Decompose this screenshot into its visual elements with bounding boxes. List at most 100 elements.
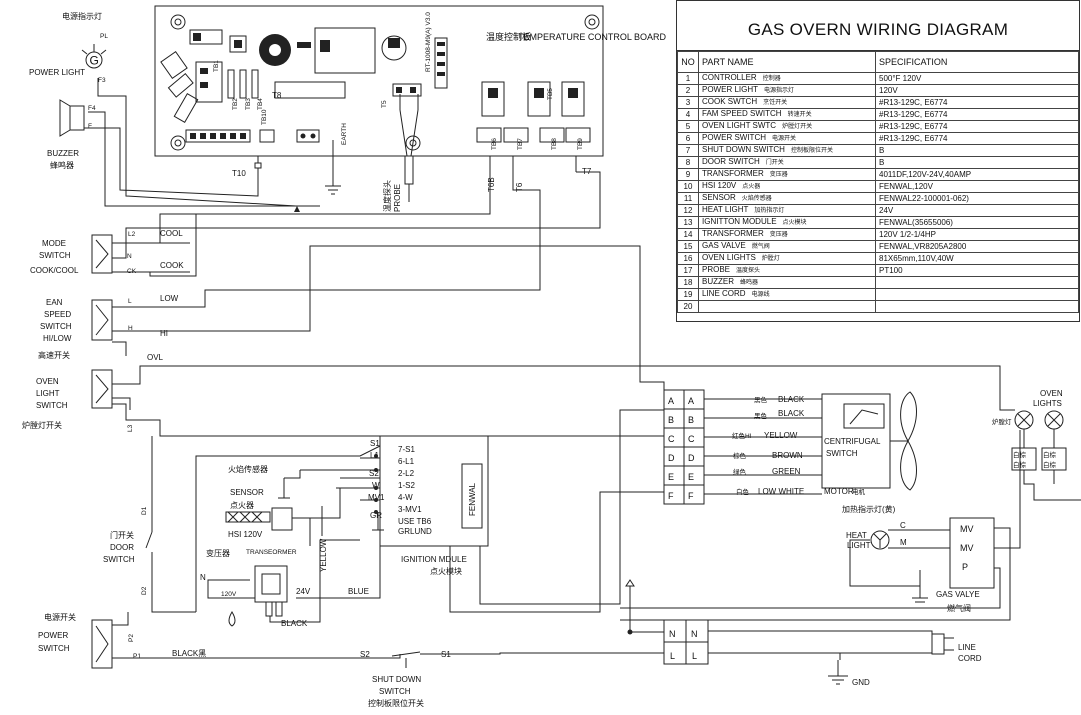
sensor-label: SENSOR	[230, 488, 264, 497]
motor-wire-5: GREEN	[772, 467, 801, 476]
probe-label-cn: 温度探头	[382, 180, 392, 212]
fan-switch-cn: 高速开关	[38, 350, 70, 360]
door-switch-d1: D1	[141, 506, 148, 515]
power-light-glyph: G	[90, 54, 99, 68]
board-label-tb8: TB8	[551, 138, 558, 150]
oven-lights: 炉膛灯 OVEN LIGHTS 白棕 白棕 白棕 白棕	[992, 389, 1067, 471]
row-number: 11	[677, 192, 699, 205]
row-specification: FENWAL22-100001-062)	[875, 192, 1079, 205]
power-switch-cn: 电源开关	[44, 612, 76, 622]
board-label-tb7: TB7	[517, 138, 524, 150]
header-no: NO	[677, 51, 699, 73]
heat-light-label1: HEAT	[846, 531, 867, 540]
oven-light-switch-label2: LIGHT	[36, 389, 60, 398]
mode-switch-label1: MODE	[42, 239, 66, 248]
motor-label1: CENTRIFUGAL	[824, 437, 881, 446]
row-specification: 4011DF,120V-24V,40AMP	[875, 168, 1079, 181]
terminal-left-d: D	[668, 453, 675, 463]
row-number: 8	[677, 156, 699, 169]
row-part-name-cell: OVEN LIGHT SWTC 炉膛灯开关	[698, 120, 876, 133]
oven-lights-label1: OVEN	[1040, 389, 1063, 398]
hsi-igniter: 点火器 HSI 120V	[225, 501, 293, 539]
ignition-pin-3: 2-L2	[398, 469, 415, 478]
row-part-name-cell	[698, 300, 876, 313]
table-row: 20	[677, 300, 1079, 313]
board-label-t5: T5	[381, 100, 388, 108]
hsi-cn: 点火器	[230, 501, 254, 510]
buzzer-f: F	[88, 123, 92, 130]
board-label-tb9: TB9	[577, 138, 584, 150]
door-switch-cn: 门开关	[110, 530, 134, 540]
door-switch-label1: DOOR	[110, 543, 134, 552]
gas-valve-mv1: MV	[960, 524, 974, 534]
power-light: 电源指示灯 POWER LIGHT PL G F3	[29, 11, 108, 84]
line-block-n1: N	[669, 629, 676, 639]
fan-switch-label1: EAN	[46, 298, 63, 307]
row-number: 17	[677, 264, 699, 277]
row-part-name: OVEN LIGHT SWTC	[702, 121, 777, 131]
row-part-name-cn: 控制器	[762, 76, 781, 82]
row-part-name-cn: 电源线	[751, 292, 770, 298]
ignition-pin-7: USE TB6	[398, 517, 432, 526]
ignition-brand: FENWAL	[468, 482, 477, 516]
heat-light: 加热指示灯(黄) HEAT LIGHT C M	[842, 504, 907, 550]
row-part-name-cn: 控制板限位开关	[790, 148, 833, 154]
row-number: 9	[677, 168, 699, 181]
mode-switch-cool: COOL	[160, 229, 183, 238]
ignition-pin-2: 6-L1	[398, 457, 415, 466]
row-specification: PT100	[875, 264, 1079, 277]
ignition-side-s1: S1	[370, 439, 380, 448]
motor-label: MOTOR	[824, 487, 854, 496]
row-specification: 81X65mm,110V,40W	[875, 252, 1079, 265]
row-specification: B	[875, 144, 1079, 157]
row-number: 10	[677, 180, 699, 193]
motor-wire-labels: 黑色 BLACK 黑色 BLACK 红色HI YELLOW 棕色 BROWN 绿…	[732, 395, 805, 496]
row-specification: 120V 1/2-1/4HP	[875, 228, 1079, 241]
board-label-earth: EARTH	[341, 123, 348, 145]
transformer-24v: 24V	[296, 587, 311, 596]
row-part-name: OVEN LIGHTS	[702, 253, 756, 263]
mode-switch-cook: COOK	[160, 261, 184, 270]
terminal-left-a: A	[668, 396, 674, 406]
row-specification: B	[875, 156, 1079, 169]
line-cord: LINE CORD	[931, 633, 982, 663]
row-part-name-cn: 温度探头	[736, 268, 761, 274]
board-label-tb6: TB6	[491, 138, 498, 150]
oven-light-switch-l3: L3	[127, 424, 134, 432]
board-label-tb4: TB4	[257, 98, 264, 110]
row-part-name-cn: 炉膛灯开关	[782, 124, 813, 130]
oven-lights-label2: LIGHTS	[1033, 399, 1062, 408]
row-specification: 120V	[875, 84, 1079, 97]
terminal-right-a: A	[688, 396, 694, 406]
shutdown-label1: SHUT DOWN	[372, 675, 421, 684]
heat-light-label2: LIGHT	[847, 541, 871, 550]
row-number: 2	[677, 84, 699, 97]
door-switch-d2: D2	[141, 586, 148, 595]
transformer-label: TRANSEORMER	[246, 549, 297, 556]
row-number: 15	[677, 240, 699, 253]
terminal-left-e: E	[668, 472, 674, 482]
oven-light-switch: OVEN LIGHT SWITCH 炉膛灯开关 OVL L3	[22, 353, 164, 432]
ignition-pin-8: GRLUND	[398, 527, 432, 536]
oven-lights-cn: 炉膛灯	[992, 417, 1012, 426]
power-switch-label2: SWITCH	[38, 644, 70, 653]
motor-wire-5-cn: 绿色	[733, 467, 747, 476]
shutdown-cn: 控制板限位开关	[368, 698, 424, 708]
terminal-t6b: T6B	[487, 177, 496, 192]
terminal-right-f: F	[688, 491, 694, 501]
row-part-name: HSI 120V	[702, 181, 737, 191]
power-light-cn: 电源指示灯	[62, 11, 102, 21]
transformer-blue: BLUE	[348, 587, 369, 596]
